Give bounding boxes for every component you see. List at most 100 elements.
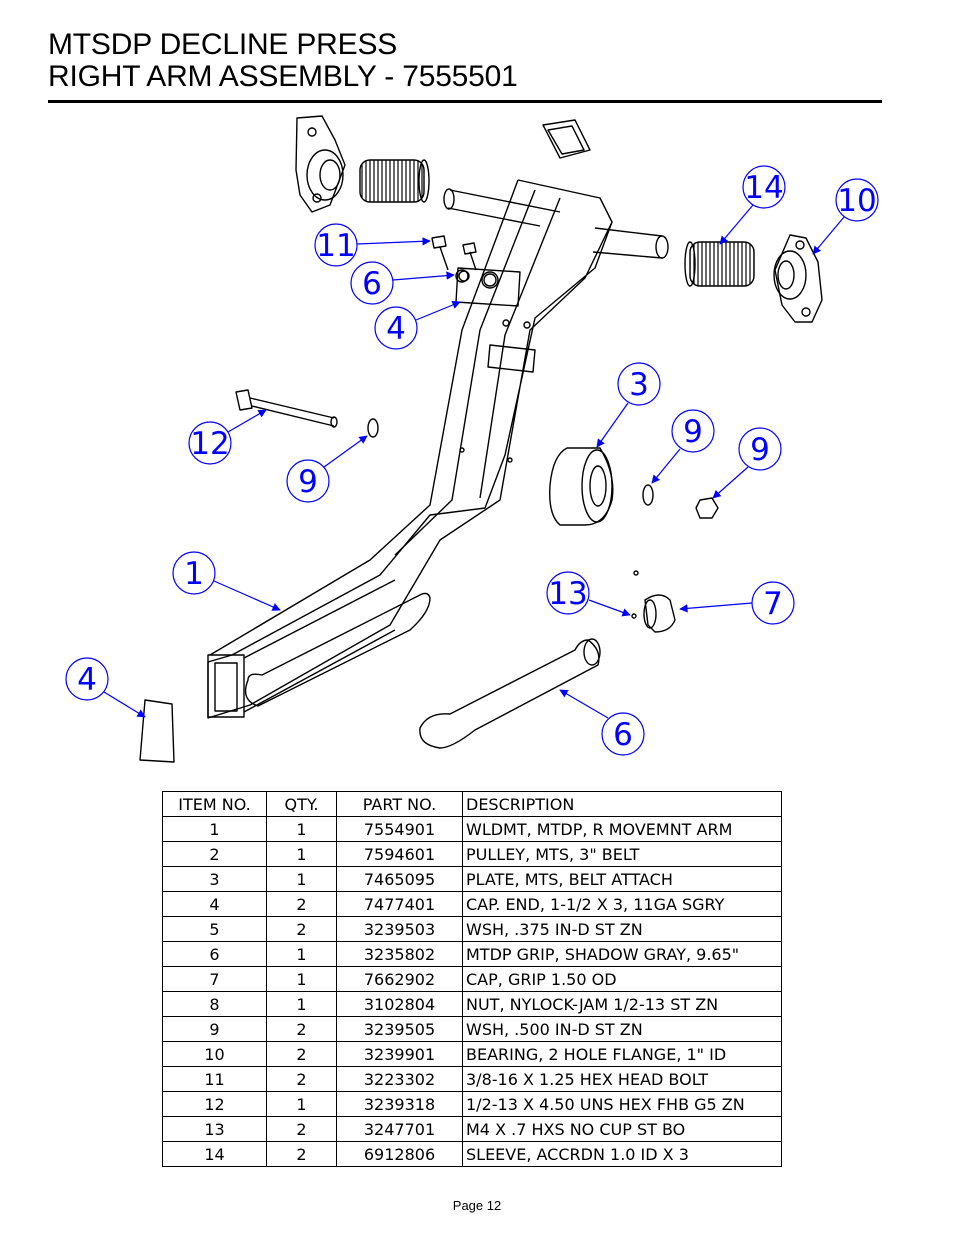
callout-9-left: 9 [298,464,318,500]
cell-description: CAP. END, 1-1/2 X 3, 11GA SGRY [462,891,782,917]
header-item-no: ITEM NO. [162,791,267,817]
washer-9-right [642,484,654,506]
cell-part-no: 3239505 [336,1016,463,1042]
right-sleeve [689,241,755,287]
nylock-nut-8 [695,497,719,519]
cell-description: PULLEY, MTS, 3" BELT [462,841,782,867]
exploded-assembly-drawing: 14 10 11 6 4 3 9 9 12 9 [65,115,879,763]
callout-5: 6 [362,266,382,302]
cell-description: M4 X .7 HXS NO CUP ST BO [462,1116,782,1142]
belt-attach-plate [455,267,521,307]
cell-qty: 2 [266,891,337,917]
end-cap-4 [139,699,175,763]
header-part-no: PART NO. [336,791,463,817]
cell-item-no: 9 [162,1016,267,1042]
arm-weldment [207,179,613,719]
cell-item-no: 6 [162,941,267,967]
cell-description: SLEEVE, ACCRDN 1.0 ID X 3 [462,1141,782,1167]
cell-item-no: 13 [162,1116,267,1142]
cell-item-no: 2 [162,841,267,867]
cell-qty: 2 [266,1066,337,1092]
cell-part-no: 7554901 [336,816,463,842]
cell-description: BEARING, 2 HOLE FLANGE, 1" ID [462,1041,782,1067]
cell-part-no: 3239318 [336,1091,463,1117]
hex-bolt-11 [431,235,449,271]
cell-description: WSH, .500 IN-D ST ZN [462,1016,782,1042]
cell-qty: 2 [266,1141,337,1167]
cell-description: 1/2-13 X 4.50 UNS HEX FHB G5 ZN [462,1091,782,1117]
cell-part-no: 3239901 [336,1041,463,1067]
cell-part-no: 3235802 [336,941,463,967]
cell-qty: 1 [266,816,337,842]
parts-linework [139,115,823,763]
cell-qty: 1 [266,1091,337,1117]
cell-description: WLDMT, MTDP, R MOVEMNT ARM [462,816,782,842]
grip-cap-7 [644,594,676,633]
set-screw-13 [631,613,637,619]
cell-part-no: 7477401 [336,891,463,917]
cell-part-no: 7594601 [336,841,463,867]
cell-item-no: 14 [162,1141,267,1167]
cell-item-no: 1 [162,816,267,842]
cell-qty: 2 [266,1116,337,1142]
left-flange-bearing [295,115,346,213]
cell-qty: 2 [266,1016,337,1042]
callout-10: 10 [837,183,876,219]
callout-8: 9 [750,432,770,468]
cell-qty: 2 [266,916,337,942]
right-flange-bearing [774,234,823,323]
cell-description: PLATE, MTS, BELT ATTACH [462,866,782,892]
cell-part-no: 7465095 [336,866,463,892]
top-end-cap [542,119,591,159]
cell-item-no: 5 [162,916,267,942]
cell-description: 3/8-16 X 1.25 HEX HEAD BOLT [462,1066,782,1092]
cell-qty: 1 [266,966,337,992]
pulley-2 [549,447,614,526]
cell-part-no: 3247701 [336,1116,463,1142]
cell-part-no: 7662902 [336,966,463,992]
long-bolt-12 [235,389,335,427]
grip-6 [419,639,600,749]
table-header-row: ITEM NO. QTY. PART NO. DESCRIPTION [162,791,782,817]
cross-shaft [447,189,561,227]
washer-5 [455,269,469,283]
callout-13: 13 [548,576,587,612]
title-rule [48,100,882,103]
callout-11: 11 [316,228,355,264]
cell-item-no: 10 [162,1041,267,1067]
cell-item-no: 11 [162,1066,267,1092]
cell-part-no: 6912806 [336,1141,463,1167]
cell-qty: 1 [266,866,337,892]
cell-description: WSH, .375 IN-D ST ZN [462,916,782,942]
cell-part-no: 3223302 [336,1066,463,1092]
cell-part-no: 3239503 [336,916,463,942]
left-sleeve [359,159,425,203]
header-description: DESCRIPTION [462,791,782,817]
cell-part-no: 3102804 [336,991,463,1017]
callout-6: 6 [613,717,633,753]
cell-qty: 2 [266,1041,337,1067]
callout-7: 7 [763,586,783,622]
cell-description: MTDP GRIP, SHADOW GRAY, 9.65" [462,941,782,967]
callout-3: 4 [386,311,406,347]
callouts: 14 10 11 6 4 3 9 9 12 9 [65,165,879,756]
callout-2: 3 [629,367,649,403]
callout-9-right: 9 [683,414,703,450]
cell-qty: 1 [266,991,337,1017]
cell-qty: 1 [266,941,337,967]
cell-item-no: 3 [162,866,267,892]
